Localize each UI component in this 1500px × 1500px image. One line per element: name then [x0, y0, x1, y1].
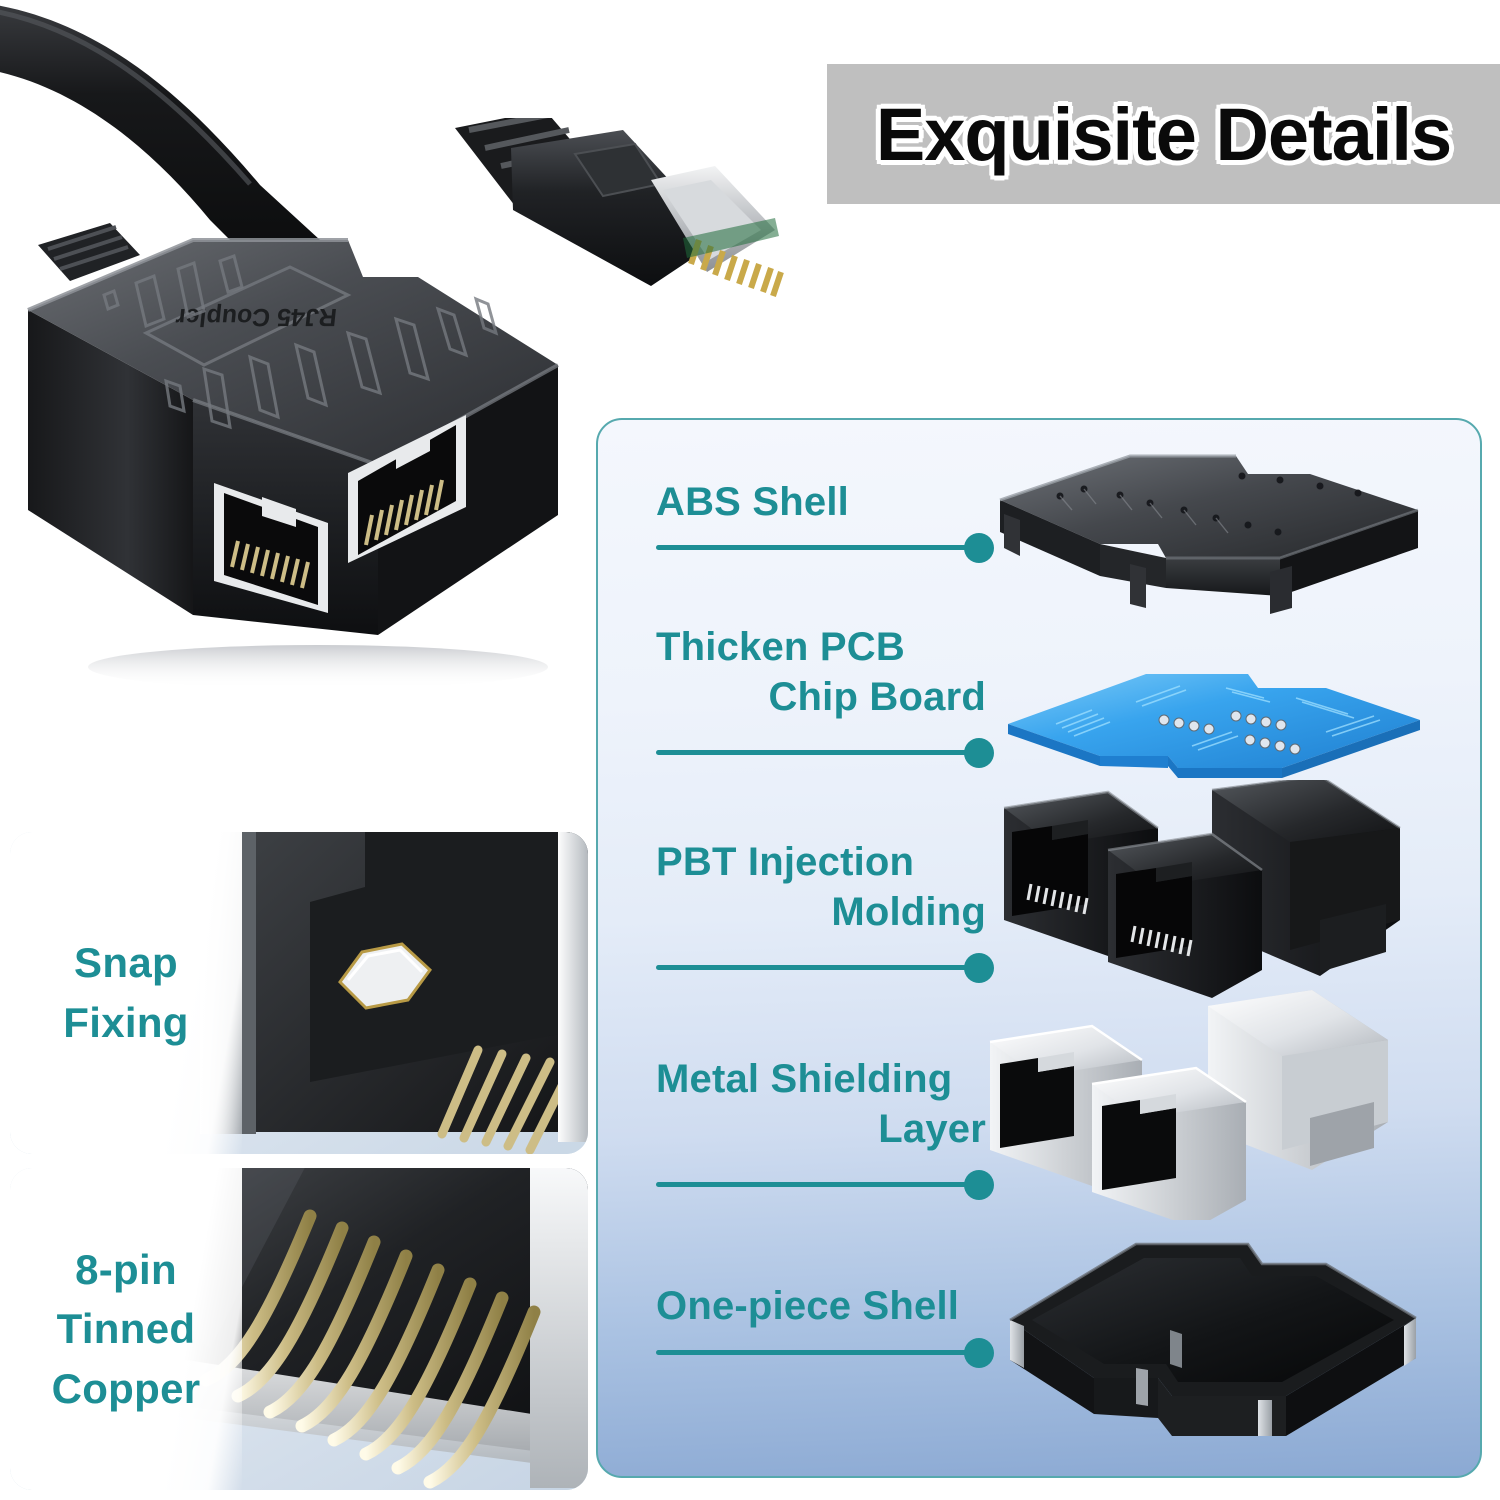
callout-abs-shell-line-1: ABS Shell — [656, 480, 849, 524]
tinned-copper-label-line-3: Copper — [51, 1364, 201, 1412]
callout-one-piece-shell-line-1: One-piece Shell — [656, 1284, 960, 1328]
callout-one-piece-shell-rule — [656, 1350, 974, 1355]
callout-pbt-injection-rule — [656, 965, 974, 970]
callout-thicken-pcb-rule — [656, 750, 974, 755]
pcb-contacts — [1158, 710, 1301, 755]
pbt-jack-right — [1108, 834, 1262, 998]
callout-pbt-injection-dot — [964, 953, 994, 983]
exploded-view-panel: ABS Shell Thicken PCB Chip Board PBT Inj… — [596, 418, 1482, 1478]
hero-product-image: RJ45 Coupler — [0, 0, 784, 720]
callout-metal-shielding-rule — [656, 1182, 974, 1187]
callout-metal-shielding-line-1: Metal Shielding — [656, 1057, 953, 1101]
snap-fixing-label-pad: Snap Fixing — [10, 832, 242, 1154]
tinned-copper-label-pad: 8-pin Tinned Copper — [10, 1168, 242, 1490]
headline-title: Exquisite Details — [875, 92, 1452, 176]
metal-shielding-layer-part — [989, 990, 1388, 1220]
callout-abs-shell-dot — [964, 533, 994, 563]
rj45-coupler-body: RJ45 Coupler — [27, 223, 559, 685]
snap-fixing-label-line-1: Snap — [74, 939, 178, 987]
callout-one-piece-shell-dot — [964, 1338, 994, 1368]
callout-metal-shielding-line-2: Layer — [878, 1106, 986, 1151]
snap-clip — [338, 942, 432, 1010]
callout-metal-shielding-dot — [964, 1170, 994, 1200]
callout-pbt-injection-line-1: PBT Injection — [656, 840, 915, 884]
metal-shield-right — [1092, 1068, 1246, 1220]
rj45-port-2 — [348, 415, 466, 563]
pbt-injection-molding-part — [1003, 780, 1401, 998]
headline-banner: Exquisite Details — [827, 64, 1500, 204]
ethernet-cable — [0, 5, 320, 270]
callout-thicken-pcb-line-1: Thicken PCB — [656, 625, 905, 669]
metal-shield-left — [990, 1026, 1142, 1186]
abs-shell-part — [999, 454, 1419, 614]
detail-card-snap-fixing: Snap Fixing — [10, 832, 588, 1154]
embossed-product-name: RJ45 Coupler — [174, 303, 338, 331]
rj45-port-1 — [214, 483, 328, 613]
pcb-chip-board-part — [1008, 674, 1420, 778]
one-piece-shell-part — [1009, 1242, 1417, 1436]
callout-pbt-injection-line-2: Molding — [831, 889, 986, 934]
snap-fixing-label-line-2: Fixing — [63, 999, 189, 1046]
callout-abs-shell-rule — [656, 545, 974, 550]
detail-card-8pin-tinned-copper: 8-pin Tinned Copper — [10, 1168, 588, 1490]
tinned-copper-label-line-2: Tinned — [56, 1305, 196, 1353]
eight-gold-pins — [199, 1209, 541, 1489]
rj45-plug — [455, 118, 784, 297]
tinned-copper-label-line-1: 8-pin — [75, 1245, 177, 1293]
callout-thicken-pcb-line-2: Chip Board — [768, 674, 986, 719]
callout-thicken-pcb-dot — [964, 738, 994, 768]
